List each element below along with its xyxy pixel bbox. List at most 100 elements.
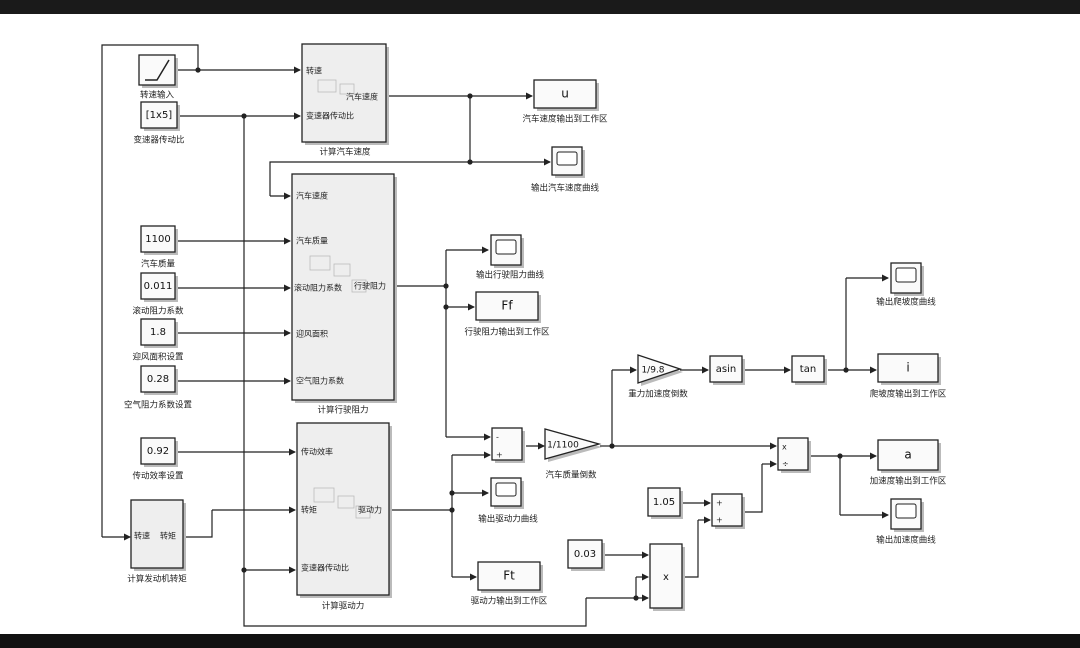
scope-icon	[895, 503, 917, 519]
sum2-block[interactable]: + +	[711, 493, 745, 529]
calc-drive-subsystem[interactable]: 传动效率 转矩 变速器传动比 驱动力 计算驱动力	[296, 422, 392, 612]
prod2-sign: x	[663, 572, 669, 583]
speed-input-caption: 转速输入	[140, 90, 175, 101]
a-scope-block[interactable]: 输出加速度曲线	[876, 498, 936, 546]
ft-to-workspace-block[interactable]: Ft 驱动力输出到工作区	[471, 561, 548, 607]
calc-speed-out1: 汽车速度	[346, 92, 378, 102]
engine-torque-subsystem[interactable]: 转速 转矩 计算发动机转矩	[127, 499, 187, 585]
calc-resist-out1: 行驶阻力	[354, 281, 386, 291]
inv-mass-gain-block[interactable]: 1/1100 汽车质量倒数	[544, 428, 602, 481]
calc-resist-in5: 空气阻力系数	[296, 376, 344, 386]
roll-coef-value: 0.011	[144, 281, 173, 292]
sum1-sign1: -	[496, 433, 499, 442]
frontal-area-value: 1.8	[150, 327, 166, 338]
prod2-block[interactable]: x	[649, 543, 685, 611]
calc-resist-in4: 迎风面积	[296, 329, 328, 339]
ramp-icon	[145, 59, 170, 81]
grade-scope-caption: 输出爬坡度曲线	[876, 297, 936, 308]
calc-resist-subsystem[interactable]: 汽车速度 汽车质量 滚动阻力系数 迎风面积 空气阻力系数 行驶阻力 计算行驶阻力	[291, 173, 397, 416]
calc-drive-out1: 驱动力	[358, 505, 382, 515]
u-scope-block[interactable]: 输出汽车速度曲线	[531, 146, 600, 194]
calc-speed-in1: 转速	[306, 66, 322, 76]
calc-resist-in1: 汽车速度	[296, 191, 328, 201]
u-to-workspace-block[interactable]: u 汽车速度输出到工作区	[522, 79, 608, 125]
tan-block[interactable]: tan	[791, 355, 827, 385]
branch-points	[195, 67, 849, 601]
roll-coef-constant-block[interactable]: 0.011 滚动阻力系数	[132, 272, 184, 317]
ft-scope-caption: 输出驱动力曲线	[478, 514, 538, 525]
ff-to-workspace-block[interactable]: Ff 行驶阻力输出到工作区	[464, 291, 550, 338]
grade-scope-block[interactable]: 输出爬坡度曲线	[876, 262, 936, 308]
inv-g-gain-block[interactable]: 1/9.8 重力加速度倒数	[628, 354, 688, 400]
engine-torque-caption: 计算发动机转矩	[127, 574, 187, 585]
calc-drive-in3: 变速器传动比	[301, 563, 349, 573]
inv-mass-caption: 汽车质量倒数	[545, 470, 597, 481]
inv-mass-value: 1/1100	[547, 441, 579, 451]
signal-wires	[101, 44, 889, 627]
engine-torque-port-in: 转速	[134, 531, 150, 541]
calc-drive-in1: 传动效率	[301, 447, 333, 457]
sum1-block[interactable]: - +	[491, 427, 525, 463]
tan-label: tan	[800, 364, 816, 375]
sum2-sign1: +	[716, 499, 723, 508]
u-scope-caption: 输出汽车速度曲线	[531, 183, 600, 194]
scope-icon	[495, 482, 517, 497]
u-to-workspace-caption: 汽车速度输出到工作区	[522, 114, 608, 125]
gear-ratio-caption: 变速器传动比	[133, 135, 184, 146]
inv-g-value: 1/9.8	[641, 366, 664, 376]
frontal-area-constant-block[interactable]: 1.8 迎风面积设置	[132, 318, 184, 363]
scope-icon	[895, 267, 917, 283]
u-to-workspace-value: u	[561, 87, 569, 101]
speed-input-ramp-block[interactable]: 转速输入	[138, 54, 178, 101]
top-edge-bar	[0, 0, 1080, 14]
a-to-workspace-block[interactable]: a 加速度输出到工作区	[870, 439, 947, 487]
mass-constant-block[interactable]: 1100 汽车质量	[140, 225, 178, 270]
ft-to-workspace-caption: 驱动力输出到工作区	[471, 596, 548, 607]
prod1-sign2: ÷	[782, 460, 789, 469]
c003-constant-block[interactable]: 0.03	[567, 539, 605, 571]
prod1-block[interactable]: x ÷	[777, 437, 811, 473]
c003-value: 0.03	[574, 549, 596, 560]
efficiency-value: 0.92	[147, 446, 169, 457]
mass-value: 1100	[145, 234, 170, 245]
bottom-edge-bar	[0, 634, 1080, 648]
air-coef-constant-block[interactable]: 0.28 空气阻力系数设置	[124, 365, 193, 411]
roll-coef-caption: 滚动阻力系数	[132, 306, 184, 317]
engine-torque-port-out: 转矩	[160, 531, 176, 541]
ff-scope-caption: 输出行驶阻力曲线	[476, 270, 545, 281]
a-to-workspace-value: a	[904, 448, 911, 462]
asin-label: asin	[716, 364, 736, 375]
a-to-workspace-caption: 加速度输出到工作区	[870, 476, 947, 487]
ff-scope-block[interactable]: 输出行驶阻力曲线	[476, 234, 545, 281]
c105-constant-block[interactable]: 1.05	[647, 487, 683, 519]
prod1-sign: x	[782, 443, 787, 452]
efficiency-constant-block[interactable]: 0.92 传动效率设置	[132, 437, 184, 482]
asin-block[interactable]: asin	[709, 355, 745, 385]
gear-ratio-constant-block[interactable]: [1x5] 变速器传动比	[133, 101, 185, 146]
inv-g-caption: 重力加速度倒数	[628, 389, 688, 400]
sum2-sign2: +	[716, 516, 723, 525]
ft-scope-block[interactable]: 输出驱动力曲线	[478, 477, 538, 525]
ft-to-workspace-value: Ft	[503, 569, 515, 583]
i-to-workspace-value: i	[906, 361, 909, 375]
i-to-workspace-block[interactable]: i 爬坡度输出到工作区	[870, 353, 947, 400]
air-coef-value: 0.28	[147, 374, 169, 385]
frontal-area-caption: 迎风面积设置	[132, 352, 184, 363]
ff-to-workspace-caption: 行驶阻力输出到工作区	[464, 327, 550, 338]
calc-resist-in2: 汽车质量	[296, 236, 328, 246]
calc-drive-in2: 转矩	[301, 505, 317, 515]
calc-speed-in2: 变速器传动比	[306, 111, 354, 121]
air-coef-caption: 空气阻力系数设置	[124, 400, 193, 411]
calc-resist-in3: 滚动阻力系数	[294, 283, 342, 293]
calc-speed-subsystem[interactable]: 转速 变速器传动比 汽车速度 计算汽车速度	[301, 43, 389, 158]
calc-speed-caption: 计算汽车速度	[319, 147, 371, 158]
efficiency-caption: 传动效率设置	[132, 471, 184, 482]
i-to-workspace-caption: 爬坡度输出到工作区	[870, 389, 947, 400]
scope-icon	[495, 239, 517, 255]
sum1-sign2: +	[496, 451, 503, 460]
calc-drive-caption: 计算驱动力	[322, 601, 365, 612]
a-scope-caption: 输出加速度曲线	[876, 535, 936, 546]
mass-caption: 汽车质量	[141, 259, 176, 270]
